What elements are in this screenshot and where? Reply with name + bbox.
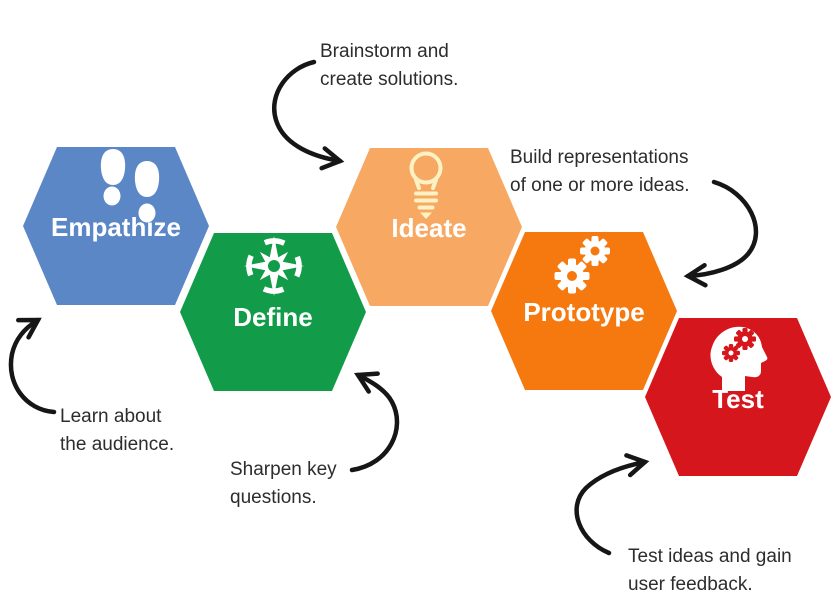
annotation-empathize: Learn about the audience.	[60, 403, 174, 459]
hexagon-shape	[491, 232, 677, 390]
arrow-build-to-prototype	[683, 179, 759, 288]
annotation-ideate: Brainstorm and create solutions.	[320, 38, 458, 94]
annotation-line: of one or more ideas.	[510, 175, 690, 196]
step-label-prototype: Prototype	[523, 297, 645, 327]
annotation-prototype: Build representations of one or more ide…	[510, 144, 690, 200]
annotation-line: the audience.	[60, 434, 175, 455]
annotation-line: Sharpen key	[230, 459, 337, 480]
hexagon-prototype: Prototype	[491, 232, 677, 390]
annotation-line: user feedback.	[628, 574, 753, 595]
annotation-line: Brainstorm and	[320, 41, 449, 62]
step-label-define: Define	[233, 302, 313, 332]
hexagon-shape	[645, 318, 831, 476]
annotation-line: Test ideas and gain	[628, 546, 792, 567]
arrow-learn-to-empathize	[8, 317, 57, 415]
compass-icon	[244, 236, 304, 296]
annotation-test: Test ideas and gain user feedback.	[628, 543, 792, 599]
annotation-line: create solutions.	[320, 69, 459, 90]
hexagon-define: Define	[180, 233, 366, 391]
hexagon-ideate: Ideate	[336, 148, 522, 306]
gears-icon	[554, 236, 610, 294]
step-label-ideate: Ideate	[391, 213, 467, 243]
hexagon-shape	[23, 147, 209, 305]
arrow-testideas-to-test	[574, 453, 650, 556]
lightbulb-icon	[409, 151, 443, 219]
hexagon-shape	[336, 148, 522, 306]
step-label-test: Test	[712, 384, 764, 414]
head-gears-icon	[710, 326, 768, 391]
hexagon-empathize: Empathize	[23, 147, 209, 305]
annotation-line: Learn about	[60, 406, 162, 427]
annotation-line: questions.	[230, 487, 317, 508]
hexagon-shape	[180, 233, 366, 391]
step-label-empathize: Empathize	[50, 212, 182, 242]
annotation-define: Sharpen key questions.	[230, 456, 337, 512]
footprints-icon	[100, 149, 160, 223]
annotation-line: Build representations	[510, 147, 689, 168]
hexagon-test: Test	[645, 318, 831, 476]
